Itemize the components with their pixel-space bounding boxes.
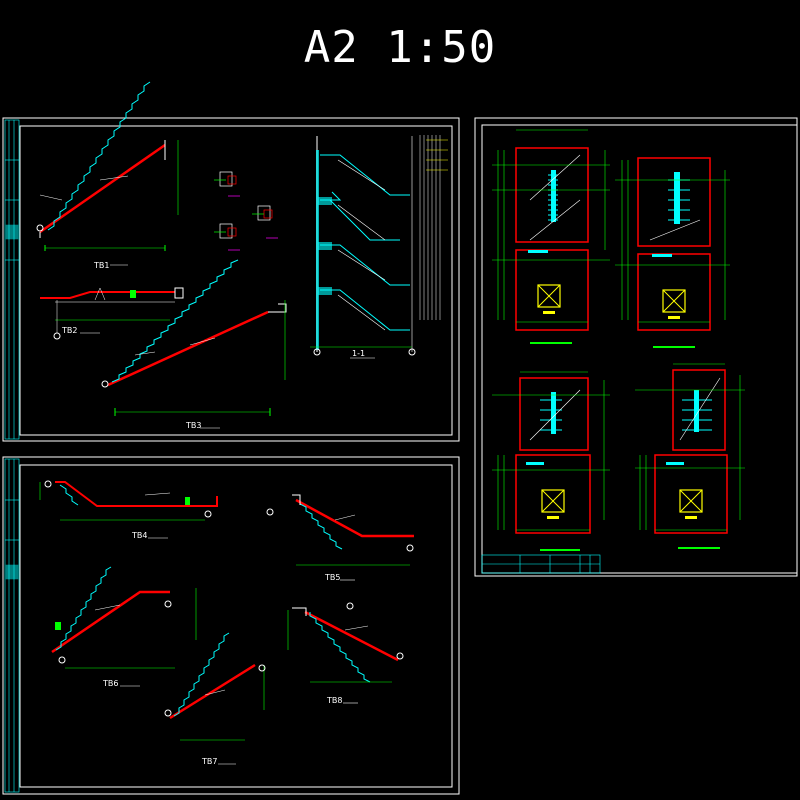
stair-tb2 [40,287,184,340]
sheet-3-outer-frame [474,117,798,577]
label-tb5: TB5 [324,573,340,582]
sheet-1-title-strip [4,119,20,440]
plan-d [635,363,745,549]
plan-c [492,371,610,551]
label-tb7: TB7 [201,757,217,766]
sheet-2-title-strip [4,458,20,793]
label-tb2: TB2 [61,326,77,335]
stair-tb6 [51,566,197,687]
stair-tb3 [101,259,287,429]
sheet-3-title-block [481,554,601,574]
plan-b [615,157,730,348]
label-section-1-1: 1-1 [352,349,365,358]
small-sections [214,171,278,251]
sheet-1-outer-frame [2,117,460,442]
label-tb8: TB8 [326,696,342,705]
label-tb3: TB3 [185,421,201,430]
sheet-2-outer-frame [2,456,460,795]
plan-a [492,129,610,344]
sheet-3-inner-frame [481,124,798,574]
stair-tb7 [164,632,266,765]
label-tb1: TB1 [93,261,109,270]
stair-tb8 [287,602,404,704]
label-tb4: TB4 [131,531,147,540]
stair-tb1 [36,81,179,266]
label-tb6: TB6 [102,679,118,688]
sheet-3 [474,117,798,577]
sheet-2-inner-frame [19,464,453,788]
sheet-1-inner-frame [19,125,453,436]
sheet-1: TB1 TB2 [2,81,460,442]
stair-tb5 [266,494,414,581]
section-1-1 [310,135,448,359]
stair-tb4 [39,480,218,539]
sheet-2: TB4 TB5 TB6 [2,456,460,795]
drawing-title: A2 1:50 [303,22,497,73]
